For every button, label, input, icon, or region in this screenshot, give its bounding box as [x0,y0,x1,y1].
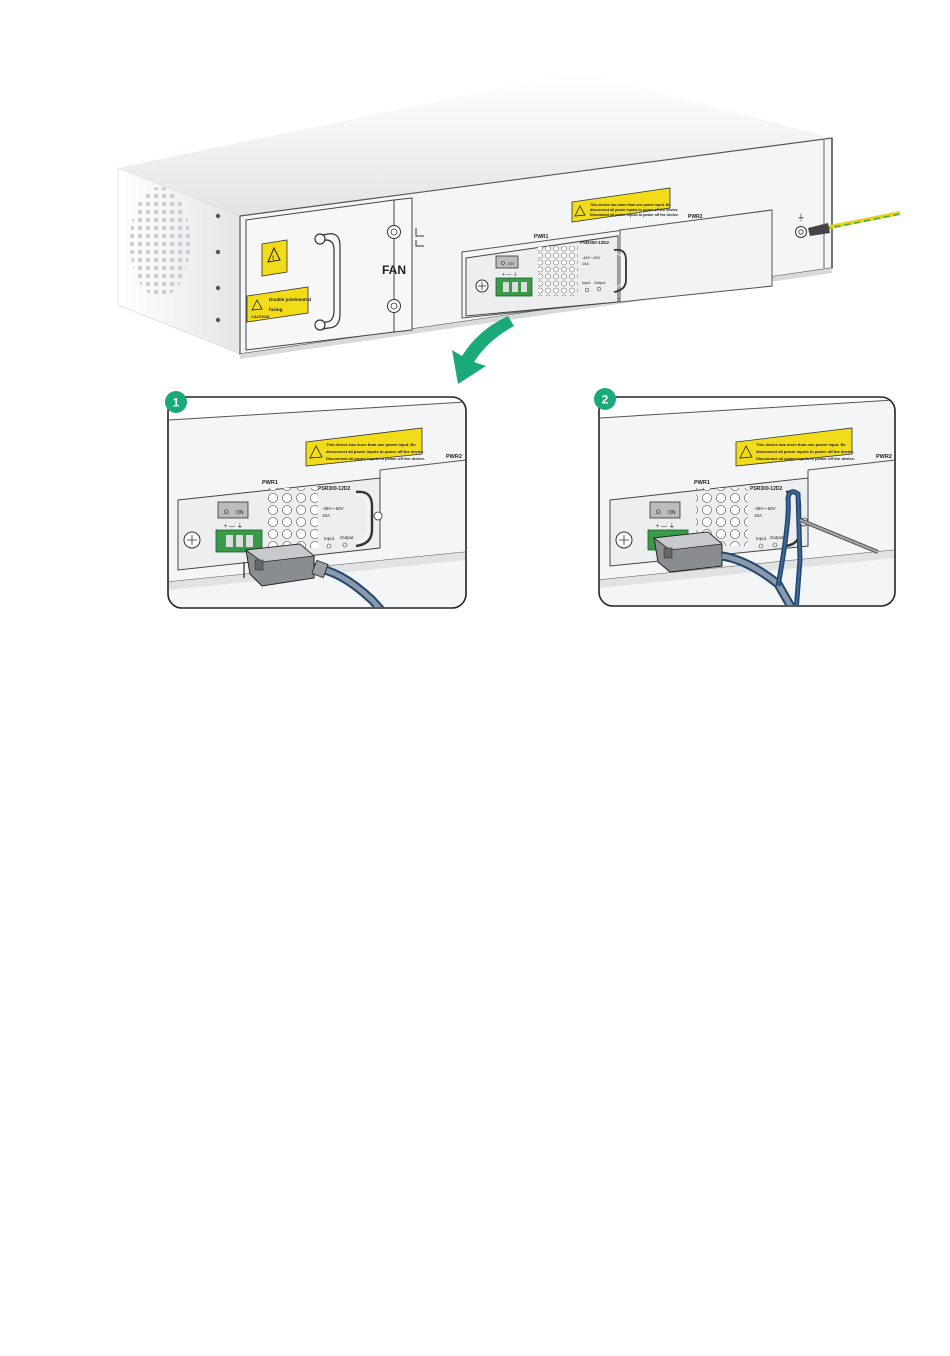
side-vent [130,187,190,297]
caution-text-1: Double pole/neutral [269,297,311,302]
step2-warning-text-1: This device has more than one power inpu… [756,442,846,447]
step2-current: 10A [754,513,762,518]
step-1-panel: This device has more than one power inpu… [165,391,467,609]
step1-psu-handle[interactable] [355,490,374,548]
input-led [584,287,590,293]
chassis: ! CAUTION Double pole/neutral fusing FAN [117,72,901,359]
step1-warning-text-3: Disconnect all power inputs to power off… [326,456,425,461]
pwr2-slot-blank [619,209,773,303]
step-2-number: 2 [602,393,609,407]
step-2-panel: This device has more than one power inpu… [594,388,896,607]
step2-warning-text-2: disconnect all power inputs to power off… [756,449,854,454]
pwr2-label: PWR2 [688,214,703,220]
switch-on-label: ON [508,261,514,266]
step2-voltage: -48V~-60V [754,506,776,511]
step1-voltage: -48V~-60V [322,506,344,511]
step1-warning-text-2: disconnect all power inputs to power off… [326,449,424,454]
step2-cable-tie [775,489,803,605]
step2-input-label: Input [756,536,767,541]
step2-switch-on: ON [668,510,676,516]
side-screws [215,213,221,323]
warning-text-3: Disconnect all power inputs to power off… [590,213,679,217]
step-2-badge [594,388,616,410]
input-led-label: Input [582,281,591,285]
step2-output-label: Output [770,535,784,540]
caution-text-2: fusing [269,307,283,312]
module-handle [314,233,341,331]
warning-text-2: disconnect all power inputs to power off… [590,208,678,212]
fan-captive-screws [387,225,401,313]
voltage-label: -48V~-60V [582,256,601,260]
step-1-number: 1 [173,396,180,410]
multi-power-warning-label: This device has more than one power inpu… [571,187,679,223]
step2-psu-model: PSR300-12D2 [750,486,782,492]
pwr1-module: PWR1 O ON + — ⏚ PSR300-12D2 -48V~-60V 10… [465,234,627,317]
warning-text-1: This device has more than one power inpu… [590,203,670,207]
fan-label: FAN [382,263,406,277]
step1-terminal-signs: + — ⏚ [224,523,243,530]
fan-latch-icon [415,228,424,247]
step2-warning-text-3: Disconnect all power inputs to power off… [756,456,855,461]
step1-pwr1-label: PWR1 [262,480,278,486]
step-1-badge [165,391,187,413]
step1-dc-plug [243,543,315,587]
step2-power-switch[interactable] [649,501,681,519]
step1-power-switch[interactable] [217,501,249,519]
grounding-point: ⏚ [795,213,807,238]
step2-pwr2-label: PWR2 [876,454,892,460]
step1-input-label: Input [324,536,335,541]
step1-switch-on: ON [236,510,244,516]
pwr1-label: PWR1 [534,234,549,240]
hazard-label: ! [261,239,288,277]
terminal-signs: + — ⏚ [502,271,518,278]
step2-dc-plug [652,531,723,573]
output-led-label: Output [594,281,606,285]
step1-power-cable [311,559,394,607]
chassis-top [118,72,832,216]
hazard-label-mark: ! [272,256,274,262]
current-label: 10A [582,262,589,266]
switch-off-label: O [501,261,505,267]
step1-switch-off: O [224,510,229,516]
step2-switch-off: O [656,510,661,516]
step1-warning-text-1: This device has more than one power inpu… [326,442,416,447]
zoom-arrow [452,316,514,384]
caution-label: CAUTION [251,314,269,319]
step1-pwr2-label: PWR2 [446,454,462,460]
step1-output-label: Output [340,535,354,540]
step1-psu-model: PSR300-12D2 [318,486,350,492]
psu-model-label: PSR300-12D2 [580,240,610,245]
psu-handle[interactable] [613,248,627,293]
ground-symbol: ⏚ [797,213,805,222]
double-pole-caution-label: CAUTION Double pole/neutral fusing [246,286,311,323]
grounding-cable [808,211,901,236]
step1-current: 10A [322,513,330,518]
step2-pwr1-label: PWR1 [694,480,710,486]
output-led [596,286,602,292]
step2-terminal-signs: + — ⏚ [656,523,675,530]
power-switch[interactable] [495,255,519,269]
step1-psu-vent [266,488,318,548]
psu-vent [538,246,578,296]
